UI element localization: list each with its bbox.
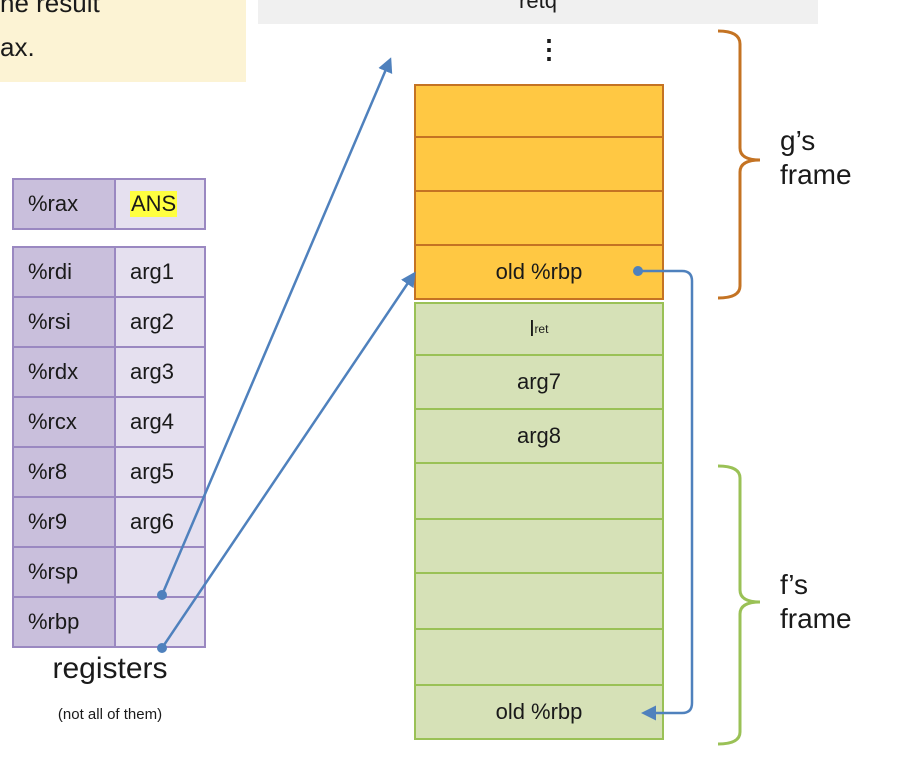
register-row: %rcx arg4 xyxy=(12,396,208,448)
register-value: arg2 xyxy=(114,296,206,348)
register-name: %rsp xyxy=(12,546,116,598)
register-value: arg6 xyxy=(114,496,206,548)
ans-highlight: ANS xyxy=(130,191,178,217)
g-frame-label-line1: g’s xyxy=(780,125,816,156)
registers-caption-note: (not all of them) xyxy=(57,706,163,723)
lret-sub: ret xyxy=(534,322,549,336)
register-row: %r9 arg6 xyxy=(12,496,208,548)
register-name: %r9 xyxy=(12,496,116,548)
register-name: %rbp xyxy=(12,596,116,648)
g-old-rbp-slot: old %rbp xyxy=(414,244,664,300)
note-line-1: he result xyxy=(0,0,100,18)
note-line-2: ax. xyxy=(0,32,35,62)
saved-rbp-link-arrow xyxy=(638,269,694,721)
f-frame-slot xyxy=(414,572,664,630)
f-frame-label: f’s frame xyxy=(780,568,852,636)
f-frame-label-line1: f’s xyxy=(780,569,808,600)
g-frame-label: g’s frame xyxy=(780,124,852,192)
f-arg8-slot: arg8 xyxy=(414,408,664,464)
rsp-pointer-arrow xyxy=(160,57,393,596)
register-value: arg1 xyxy=(114,246,206,298)
note-box: he result ax. xyxy=(0,0,246,82)
registers-caption-title: registers xyxy=(52,652,168,685)
register-row: %rdx arg3 xyxy=(12,346,208,398)
code-strip-text: retq xyxy=(519,0,557,13)
f-old-rbp-slot: old %rbp xyxy=(414,684,664,740)
register-name: %rcx xyxy=(12,396,116,448)
f-frame-label-line2: frame xyxy=(780,603,852,634)
register-name: %rsi xyxy=(12,296,116,348)
register-row: %rsp xyxy=(12,546,208,598)
g-frame-brace xyxy=(717,29,761,300)
lret-main: l xyxy=(529,316,535,341)
f-frame-slot xyxy=(414,518,664,574)
g-frame-slot xyxy=(414,136,664,192)
f-frame-slot xyxy=(414,628,664,686)
register-name: %rdx xyxy=(12,346,116,398)
f-frame-slot xyxy=(414,462,664,520)
register-row: %rax ANS xyxy=(12,178,208,230)
f-frame-brace xyxy=(717,464,761,746)
register-row: %r8 arg5 xyxy=(12,446,208,498)
register-value: ANS xyxy=(114,178,206,230)
code-strip: retq xyxy=(258,0,818,24)
register-name: %rax xyxy=(12,178,116,230)
rbp-pointer-arrow xyxy=(160,271,416,649)
register-row: %rsi arg2 xyxy=(12,296,208,348)
register-value: arg3 xyxy=(114,346,206,398)
f-arg7-slot: arg7 xyxy=(414,354,664,410)
register-value xyxy=(114,546,206,598)
register-row: %rdi arg1 xyxy=(12,246,208,298)
register-rax-table: %rax ANS xyxy=(12,178,208,230)
g-frame-label-line2: frame xyxy=(780,159,852,190)
